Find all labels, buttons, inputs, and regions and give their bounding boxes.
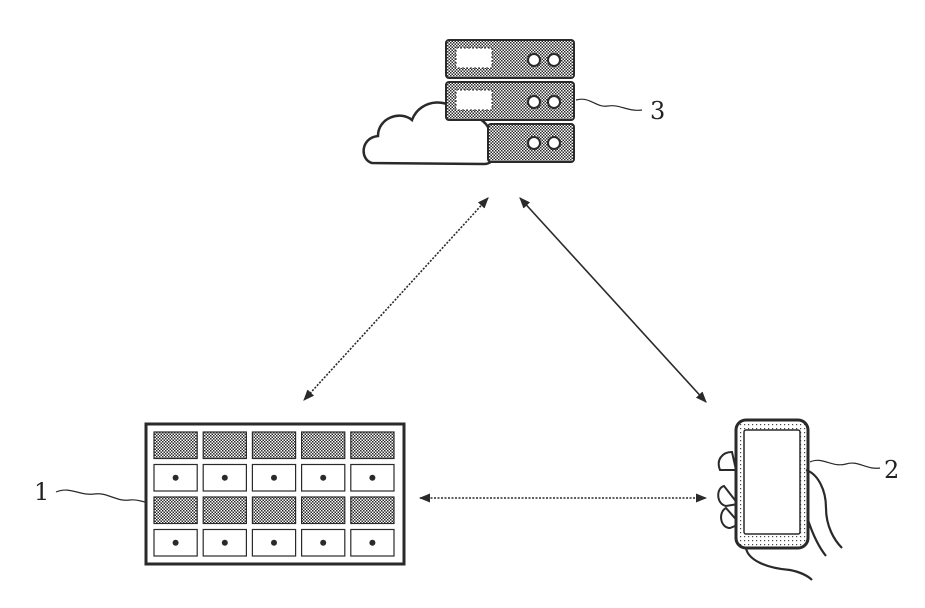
keyboard-key xyxy=(351,497,394,524)
edge-cloud-to-phone xyxy=(520,198,706,402)
keyboard-key xyxy=(154,432,197,459)
ref-label-2: 2 xyxy=(884,456,899,484)
cloud-server-icon xyxy=(364,40,642,164)
keyboard-key-indicator xyxy=(222,540,228,546)
leader-line-2 xyxy=(810,460,880,468)
ref-label-1: 1 xyxy=(34,478,49,506)
keyboard-key-indicator xyxy=(320,540,326,546)
keyboard-key-indicator xyxy=(271,540,277,546)
keyboard-key xyxy=(252,432,295,459)
keyboard-key-indicator xyxy=(173,475,179,481)
keyboard-key xyxy=(203,432,246,459)
keyboard-key xyxy=(252,497,295,524)
keyboard-key-indicator xyxy=(173,540,179,546)
keyboard-key xyxy=(302,432,345,459)
keyboard-key xyxy=(154,497,197,524)
edge-cloud-to-keyboard xyxy=(304,198,488,400)
keyboard-panel-icon xyxy=(56,424,404,564)
keyboard-key xyxy=(302,497,345,524)
keyboard-key-indicator xyxy=(222,475,228,481)
server-unit-top xyxy=(446,40,574,78)
keyboard-key-indicator xyxy=(271,475,277,481)
server-unit-bottom xyxy=(488,124,574,162)
leader-line-3 xyxy=(576,99,642,110)
keyboard-key xyxy=(351,432,394,459)
hand-phone-icon xyxy=(718,420,880,580)
keyboard-key xyxy=(203,497,246,524)
keyboard-key-indicator xyxy=(369,540,375,546)
leader-line-1 xyxy=(56,490,146,502)
keyboard-key-indicator xyxy=(369,475,375,481)
server-unit-middle xyxy=(446,82,574,120)
keyboard-key-indicator xyxy=(320,475,326,481)
ref-label-3: 3 xyxy=(650,97,665,125)
